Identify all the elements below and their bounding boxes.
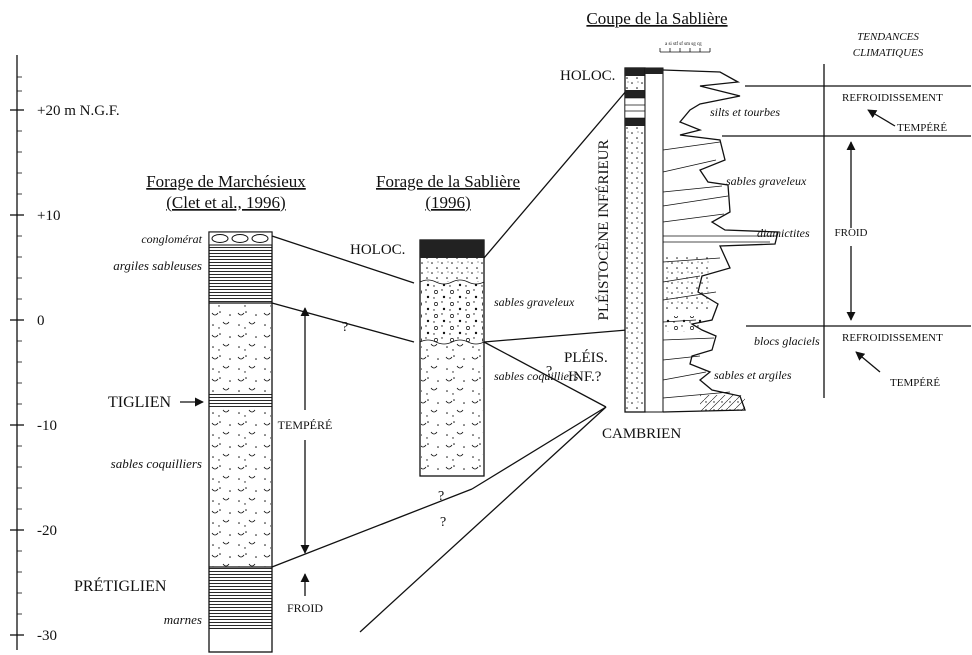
sabliere-section-title: Coupe de la Sablière [586,9,727,28]
sabliere-borehole: Forage de la Sablière (1996) HOLOC. sabl… [350,172,579,477]
climate-trend-label: REFROIDISSEMENT [842,92,943,104]
depth-tick-label: -20 [37,523,57,539]
correlation-lines: ? ? ? ? [271,89,628,633]
lithology-label: sables graveleux [726,174,807,188]
section-stage-holocene: HOLOC. [560,68,615,84]
climate-label-tempere: TEMPÉRÉ [278,418,333,432]
lithology-label: sables coquilliers [494,369,579,383]
marchesieux-citation: (Clet et al., 1996) [166,193,285,212]
stage-label-tiglien: TIGLIEN [108,394,172,411]
sabliere-drill-title: Forage de la Sablière [376,172,520,191]
lithology-label: argiles sableuses [113,258,202,273]
climatic-trends-title: TENDANCES [857,31,919,43]
depth-tick-label: +10 [37,208,60,224]
depth-tick-label: +20 m N.G.F. [37,103,120,119]
grain-size-scale: a si stf sf sm sg cg [665,42,702,47]
lithology-label: sables coquilliers [111,456,202,471]
lithology-label: sables graveleux [494,295,575,309]
climate-label-froid: FROID [287,601,323,615]
climate-trend-label: TEMPÉRÉ [890,377,940,389]
depth-tick-label: -30 [37,628,57,644]
section-stage-pleistocene-inferieur: PLÉISTOCÈNE INFÉRIEUR [595,140,612,321]
lithology-label: marnes [164,612,202,627]
correlation-question-mark: ? [342,320,348,335]
lithology-label: diamictites [757,226,810,240]
climatic-trends: TENDANCES CLIMATIQUES REFROIDISSEMENT TE… [722,31,971,398]
marchesieux-borehole: Forage de Marchésieux (Clet et al., 1996… [74,172,333,653]
sabliere-drill-year: (1996) [425,193,470,212]
climate-trend-label: TEMPÉRÉ [897,122,947,134]
correlation-question-mark: ? [438,489,444,504]
depth-tick-label: -10 [37,418,57,434]
sabliere-section: Coupe de la Sablière a si stf sf sm sg c… [560,9,820,442]
lithology-label: silts et tourbes [710,105,780,119]
lithology-label: conglomérat [141,232,202,246]
section-stage-inf: INF.? [568,369,602,385]
climatic-trends-title: CLIMATIQUES [853,47,924,59]
lithology-label: blocs glaciels [754,334,820,348]
marchesieux-title: Forage de Marchésieux [146,172,306,191]
lithology-label-line: argiles sableuses [113,258,202,273]
depth-tick-label: 0 [37,313,45,329]
section-base-cambrien: CAMBRIEN [602,426,681,442]
depth-axis: +20 m N.G.F. +10 0 -10 -20 -30 [10,55,120,650]
lithology-label: sables et argiles [714,368,792,382]
section-stage-pleis: PLÉIS. [564,349,608,366]
climate-trend-label: REFROIDISSEMENT [842,332,943,344]
correlation-question-mark: ? [546,364,552,379]
sabliere-drill-stage: HOLOC. [350,242,405,258]
correlation-question-mark: ? [440,515,446,530]
stage-label-pretiglien: PRÉTIGLIEN [74,576,167,595]
climate-trend-label: FROID [834,227,867,239]
